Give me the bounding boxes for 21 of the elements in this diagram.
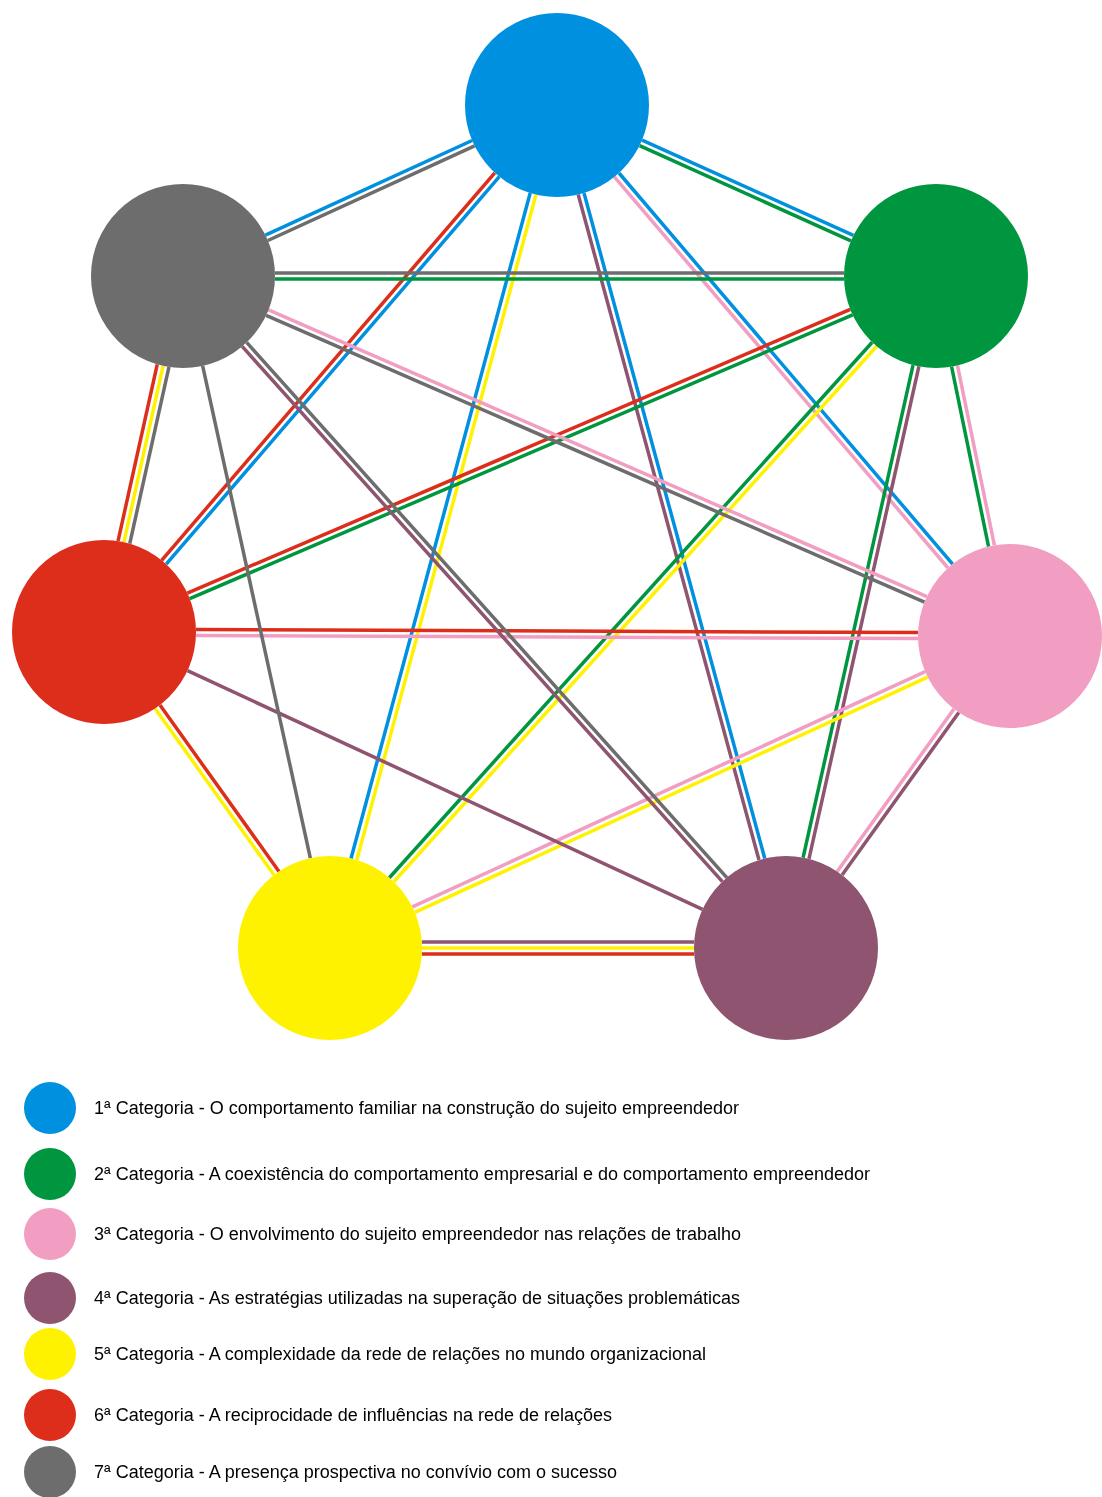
connector-line [195, 633, 919, 641]
connector-line [422, 946, 694, 950]
connector-line [274, 271, 845, 275]
connector-line [200, 365, 313, 859]
connector-line [186, 669, 704, 911]
legend-text: 6ª Categoria - A reciprocidade de influências na rede de relações [94, 1403, 612, 1427]
connector-line [421, 940, 695, 944]
legend-text: 1ª Categoria - O comportamento familiar na construção do sujeito empreendedor [94, 1096, 739, 1120]
connector-line [421, 952, 695, 956]
legend-text: 5ª Categoria - A complexidade da rede de relações no mundo organizacional [94, 1342, 707, 1366]
legend-text: 2ª Categoria - A coexistência do comportamento empresarial e do comportamento empreendedor [94, 1162, 871, 1186]
legend-text: 3ª Categoria - O envolvimento do sujeito empreendedor nas relações de trabalho [94, 1222, 742, 1246]
connector-line [122, 365, 165, 543]
connector-line [274, 277, 845, 281]
connector-line [195, 627, 919, 635]
legend-text: 7ª Categoria - A presença prospectiva no convívio com o sucesso [94, 1460, 617, 1484]
legend-text: 4ª Categoria - As estratégias utilizadas na superação de situações problemáticas [94, 1286, 741, 1310]
connector-line [955, 365, 997, 546]
connector-line [949, 366, 991, 547]
connector-line [128, 366, 171, 545]
connector-line [116, 363, 159, 542]
